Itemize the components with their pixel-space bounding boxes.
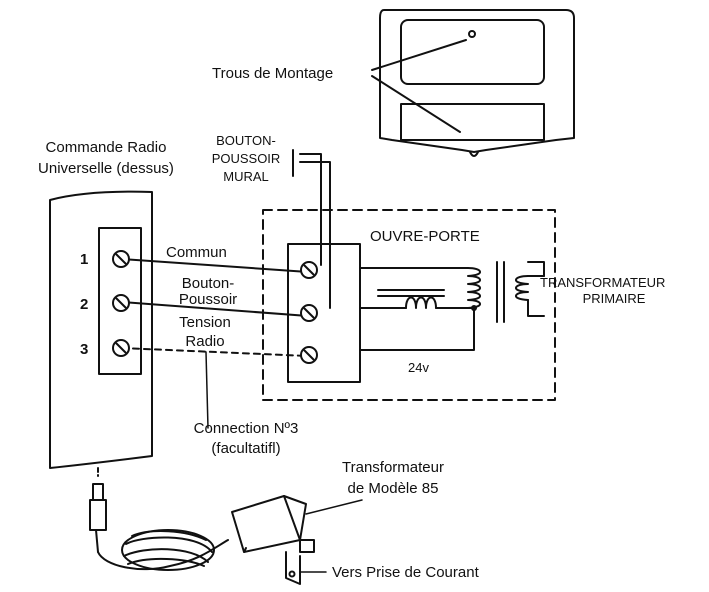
pushbutton-label-2: Poussoir — [179, 291, 237, 308]
model-transformer-label-1: Transformateur — [342, 459, 444, 476]
pushbutton-label-1: Bouton- — [182, 275, 235, 292]
terminal-number-1: 1 — [80, 251, 88, 268]
terminal-number-3: 3 — [80, 341, 88, 358]
radio-control-body — [49, 190, 153, 469]
mounting-holes-label: Trous de Montage — [212, 65, 333, 82]
outlet-label: Vers Prise de Courant — [332, 564, 480, 581]
voltage-label: 24v — [408, 360, 429, 375]
radio-voltage-label-2: Radio — [185, 333, 224, 350]
opener-terminal-block — [287, 243, 361, 383]
radio-voltage-label-1: Tension — [179, 314, 231, 331]
plug-transformer — [231, 495, 327, 585]
opener-label: OUVRE-PORTE — [370, 228, 480, 245]
screw-slots — [115, 253, 315, 361]
connection-label-2: (facultatifl) — [211, 440, 280, 457]
junction-dot — [471, 305, 477, 311]
power-cable — [89, 467, 229, 571]
mounting-leader-lines — [371, 39, 467, 133]
wall-button-label-3: MURAL — [223, 169, 269, 184]
primary-coil — [515, 261, 545, 317]
connection-label-1: Connection Nº3 — [194, 420, 299, 437]
primary-transformer-label-1: TRANSFORMATEUR — [540, 275, 665, 290]
opener-housing — [379, 9, 575, 157]
wall-button-label-2: POUSSOIR — [212, 151, 281, 166]
wall-button-label-1: BOUTON- — [216, 133, 276, 148]
common-label: Commun — [166, 244, 227, 261]
radio-control-title-1: Commande Radio — [46, 139, 167, 156]
model-leader — [305, 499, 363, 515]
wall-pushbutton — [292, 149, 331, 309]
wires — [121, 258, 309, 429]
opener-internal-wiring — [359, 267, 475, 351]
primary-transformer-label-2: PRIMAIRE — [583, 291, 646, 306]
opener-boundary — [262, 209, 556, 401]
terminal-number-2: 2 — [80, 296, 88, 313]
secondary-coil — [467, 267, 481, 309]
radio-control-title-2: Universelle (dessus) — [38, 160, 174, 177]
model-transformer-label-2: de Modèle 85 — [348, 480, 439, 497]
